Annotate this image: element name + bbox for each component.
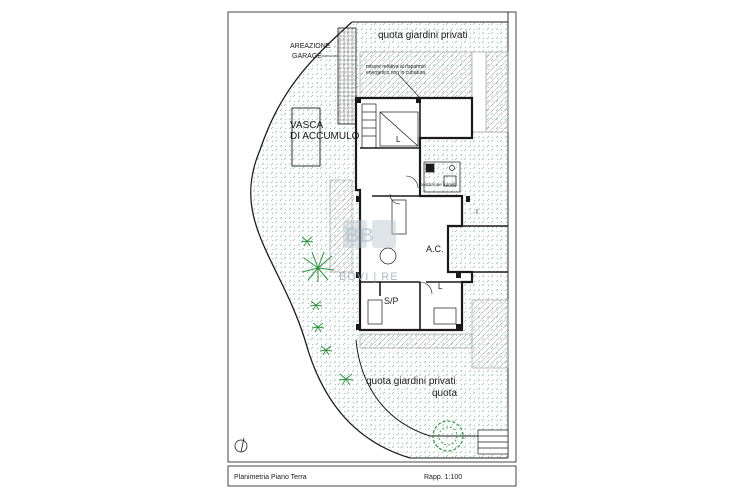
- kitchen-label: postazione fornelli: [420, 182, 456, 187]
- plan-title: Planimetria Piano Terra: [234, 474, 307, 481]
- staircase: [361, 103, 419, 149]
- north-arrow-icon: [234, 437, 248, 453]
- living-room-label: A.C.: [426, 244, 444, 254]
- palm-plant-icon: [301, 251, 335, 282]
- ventilation-grate: [337, 27, 357, 125]
- watermark-logo-text: BB: [345, 225, 374, 247]
- tank-label-line1: VASCA: [290, 120, 323, 131]
- garage-label: GARAGE: [292, 53, 322, 60]
- sheet-frame: [227, 11, 517, 463]
- bathroom-bottom-label: L: [438, 282, 443, 291]
- paving-lower: [471, 299, 509, 369]
- bathroom-top-label: L: [396, 135, 401, 144]
- furniture: [367, 199, 457, 325]
- garden-label-bottom: quota giardini privati: [366, 376, 456, 387]
- door-swings: [389, 175, 433, 295]
- storage-tank: [291, 107, 321, 167]
- internal-walls: [360, 98, 462, 330]
- side-mark-label: I: [476, 209, 478, 216]
- plan-scale: Rapp. 1:100: [424, 474, 462, 481]
- energy-note-line2: energetico non in cubatura: [366, 70, 425, 76]
- garden-label-bottom-2: quota: [432, 388, 457, 399]
- kitchen-fixtures: [423, 161, 461, 193]
- storage-room-label: S/P: [384, 296, 399, 306]
- building-outline: [354, 96, 474, 332]
- paving-side: [329, 179, 353, 273]
- garden-boundary: [250, 21, 411, 459]
- shrub-icons: [300, 236, 354, 386]
- lower-garden-edge: [355, 339, 508, 437]
- garden-label-top: quota giardini privati: [378, 30, 468, 41]
- structural-columns: [356, 98, 470, 330]
- watermark-logo: [343, 220, 396, 248]
- energy-note-line1: misure relativa al risparmio: [366, 64, 426, 70]
- tree-icon: [432, 420, 464, 452]
- areazione-label: AREAZIONE: [290, 43, 331, 50]
- watermark-text: BOVI | RE: [339, 271, 399, 283]
- outdoor-steps: [477, 429, 509, 455]
- tank-label-line2: DI ACCUMULO: [290, 131, 360, 142]
- title-block: [227, 465, 517, 487]
